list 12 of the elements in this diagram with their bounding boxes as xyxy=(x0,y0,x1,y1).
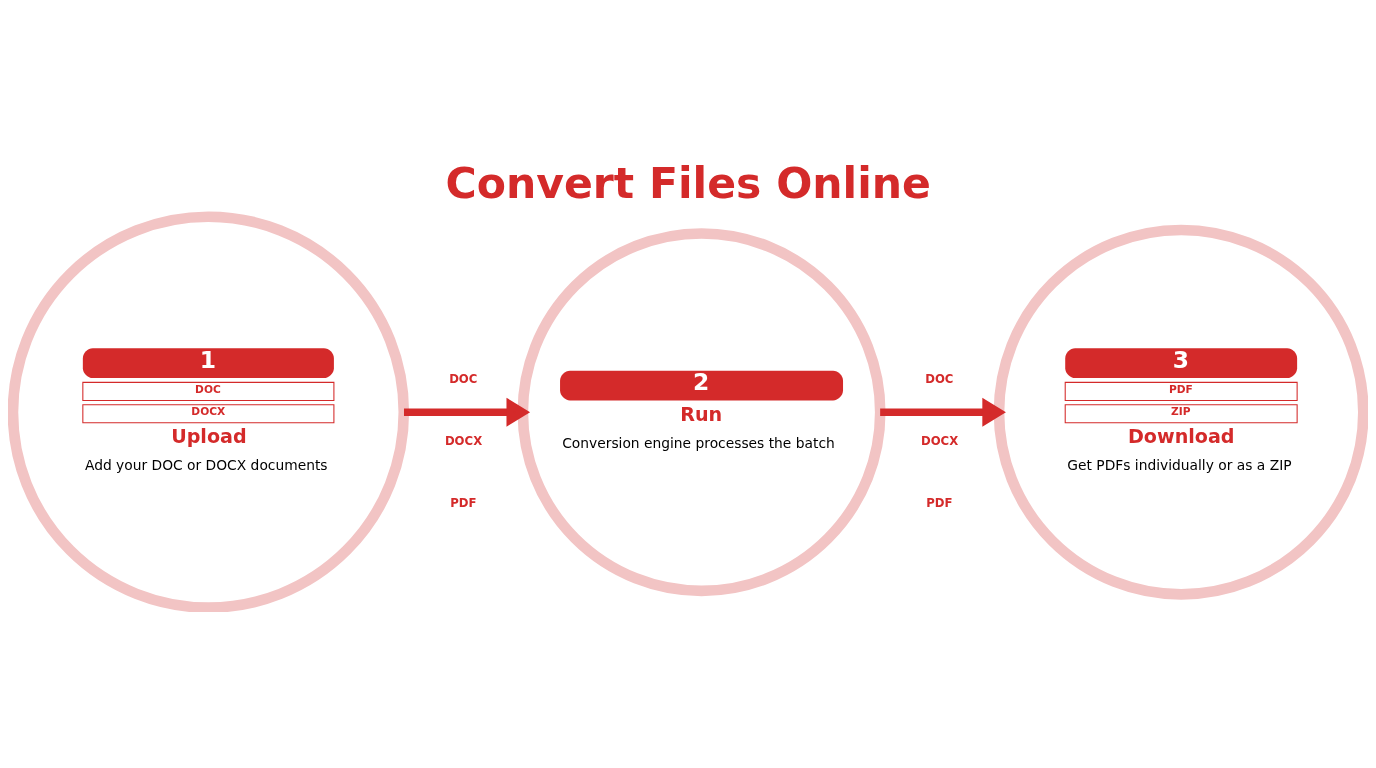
label: PDF xyxy=(926,495,953,510)
label: PDF xyxy=(450,495,477,510)
label: DOC xyxy=(925,371,954,386)
label: DOCX xyxy=(444,433,483,448)
arrow xyxy=(404,397,531,427)
node-circle: 3 PDF ZIP Download Get PDFs individually or as a ZIP xyxy=(993,224,1368,600)
label: DOCX xyxy=(920,433,959,448)
arrow xyxy=(880,397,1006,427)
node-circle: 1 DOC DOCX Upload Add your DOC or DOCX documents xyxy=(8,210,410,612)
diagram-title: Convert Files Online xyxy=(445,158,931,208)
node-circle: 2 Run Conversion engine processes the batch xyxy=(517,227,886,596)
label: DOC xyxy=(449,371,478,386)
